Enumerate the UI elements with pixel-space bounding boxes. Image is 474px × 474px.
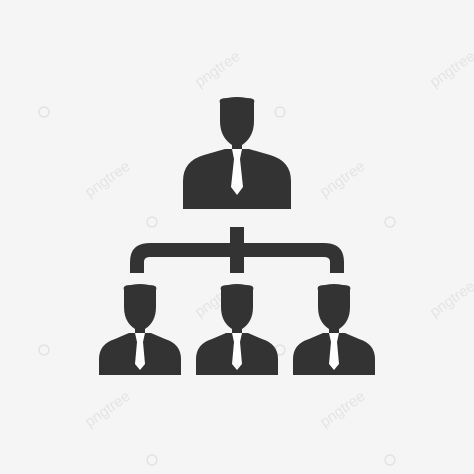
watermark-logo-icon bbox=[274, 106, 286, 118]
watermark-text: pngtree bbox=[317, 388, 368, 431]
watermark-logo-icon bbox=[38, 344, 50, 356]
watermark-text: pngtree bbox=[317, 158, 368, 201]
watermark-logo-icon bbox=[146, 454, 158, 466]
bottom-left-person-icon bbox=[99, 284, 181, 375]
watermark-text: pngtree bbox=[427, 48, 474, 91]
watermark-text: pngtree bbox=[427, 278, 474, 321]
watermark-text: pngtree bbox=[192, 48, 243, 91]
watermark-logo-icon bbox=[38, 106, 50, 118]
horizontal-connector bbox=[130, 243, 344, 273]
watermark-logo-icon bbox=[384, 454, 396, 466]
connector-lines bbox=[130, 227, 344, 273]
watermark-logo-icon bbox=[384, 216, 396, 228]
watermark-logo-icon bbox=[146, 216, 158, 228]
watermark-text: pngtree bbox=[82, 158, 133, 201]
bottom-right-person-icon bbox=[293, 284, 375, 375]
watermark-text: pngtree bbox=[82, 388, 133, 431]
